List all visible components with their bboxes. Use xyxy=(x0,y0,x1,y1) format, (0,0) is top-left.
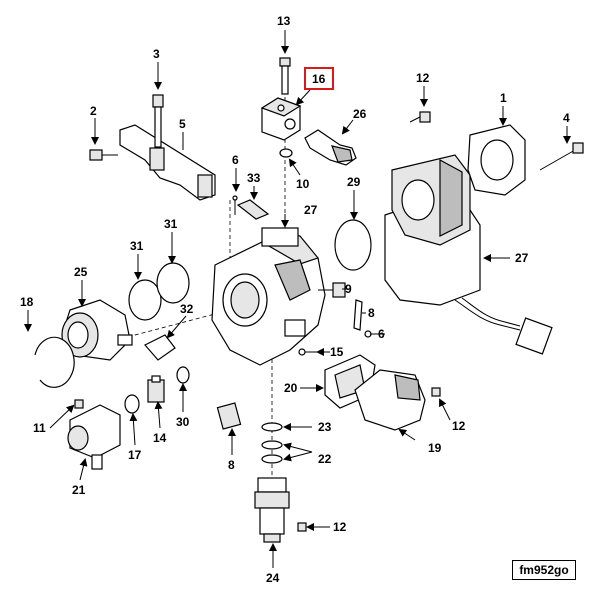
leader-arrows xyxy=(24,30,571,568)
oring-31b-part xyxy=(156,262,190,304)
long-bolt-right-part xyxy=(539,142,584,171)
screw-12-left-part xyxy=(74,399,84,409)
callout-19: 19 xyxy=(428,441,442,455)
callout-4: 4 xyxy=(563,111,570,125)
snap-ring-part xyxy=(34,336,75,388)
main-housing-part xyxy=(211,227,326,366)
callout-12-bottom: 12 xyxy=(333,520,347,534)
callout-30: 30 xyxy=(176,415,190,429)
valve-part xyxy=(254,477,290,543)
callout-8: 8 xyxy=(228,458,235,472)
screw-12-bottom-part xyxy=(297,522,307,532)
fitting-part xyxy=(318,282,346,298)
callout-21: 21 xyxy=(72,483,86,497)
callout-24: 24 xyxy=(266,571,280,585)
nipple-fitting-part xyxy=(147,375,165,403)
bolt-part xyxy=(152,94,164,148)
callout-10: 10 xyxy=(296,177,310,191)
callout-2: 2 xyxy=(90,104,97,118)
callout-31-right: 31 xyxy=(164,217,178,231)
gasket-strip-part xyxy=(236,199,270,220)
callout-27: 27 xyxy=(515,251,529,265)
sensor-part xyxy=(304,129,357,166)
large-oring-part xyxy=(334,219,372,271)
callout-3: 3 xyxy=(153,47,160,61)
screw-15-part xyxy=(298,348,318,356)
callout-33: 33 xyxy=(247,171,261,185)
screw-12-right-part xyxy=(431,387,441,397)
pin-part xyxy=(232,195,238,215)
actuator-housing-part xyxy=(384,154,553,355)
callout-12-left: 11 xyxy=(33,421,46,435)
callout-23: 23 xyxy=(318,420,332,434)
callout-18: 18 xyxy=(20,295,34,309)
callout-1: 1 xyxy=(500,91,507,105)
small-oring-part xyxy=(279,148,293,158)
callout-11: 12 xyxy=(416,71,430,85)
oring-31a-part xyxy=(128,279,162,321)
callout-15: 15 xyxy=(330,345,344,359)
callout-5: 5 xyxy=(179,117,186,131)
callout-26: 27 xyxy=(304,203,318,217)
callout-highlight-box xyxy=(304,67,334,90)
pipe-fitting-part xyxy=(216,402,242,430)
oring-30-part xyxy=(176,366,190,384)
elbow-fitting-part xyxy=(144,334,176,361)
callout-32: 32 xyxy=(180,302,194,316)
callout-6-right: 6 xyxy=(378,327,385,341)
gear-motor-part xyxy=(61,299,133,361)
actuator-19-part xyxy=(354,369,426,431)
callout-20: 20 xyxy=(284,381,298,395)
callout-13: 13 xyxy=(277,14,291,28)
block-part xyxy=(260,97,302,141)
callout-29: 29 xyxy=(347,175,361,189)
screw-part xyxy=(89,149,118,161)
oring-22a-part xyxy=(261,440,283,450)
callout-17: 17 xyxy=(128,448,142,462)
bracket-part xyxy=(119,124,216,201)
callout-labels: 13 3 2 5 16 12 1 4 26 10 29 6 33 27 27 9… xyxy=(20,14,570,585)
callout-6-top: 6 xyxy=(232,153,239,167)
callout-16: 16 xyxy=(312,72,326,86)
callout-12-right: 12 xyxy=(452,419,466,433)
callout-28: 25 xyxy=(74,265,88,279)
oring-23-part xyxy=(261,422,283,432)
solenoid-part xyxy=(67,404,121,470)
callout-9: 9 xyxy=(345,282,352,296)
callout-14: 14 xyxy=(153,431,167,445)
long-bolt-part xyxy=(279,57,291,95)
figure-id-label: fm952go xyxy=(512,560,576,580)
gasket-part xyxy=(467,124,526,196)
top-screw-part xyxy=(409,111,431,123)
callout-31-left: 31 xyxy=(130,239,144,253)
clip-part xyxy=(353,299,363,331)
callout-25: 26 xyxy=(353,107,367,121)
callout-7: 8 xyxy=(368,306,375,320)
callout-22: 22 xyxy=(318,452,332,466)
oring-17-part xyxy=(124,394,140,414)
oring-22b-part xyxy=(261,454,283,464)
